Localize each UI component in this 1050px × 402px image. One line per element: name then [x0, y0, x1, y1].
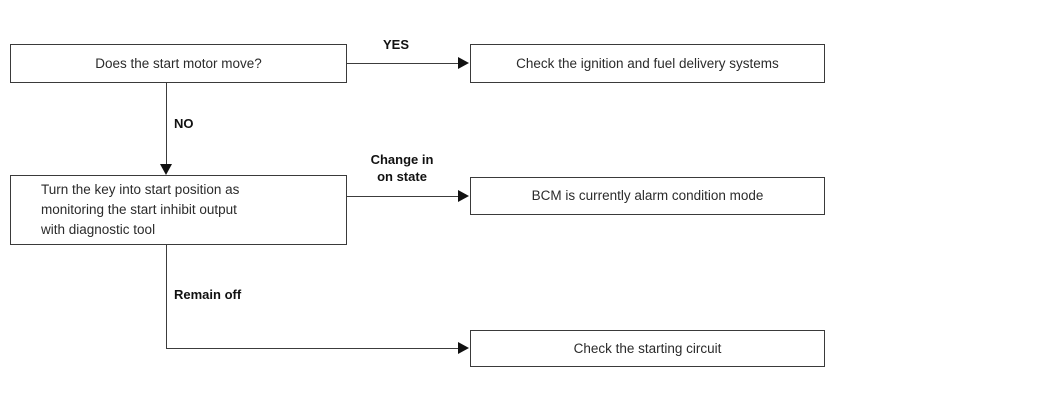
edge-label-no: NO	[174, 116, 194, 131]
edge-remain-off-horizontal-line	[166, 348, 459, 349]
edge-change-in-on-state-arrowhead	[458, 190, 469, 202]
edge-remain-off-vertical-line	[166, 245, 167, 349]
node-check-starting-circuit[interactable]: Check the starting circuit	[470, 330, 825, 367]
edge-yes-arrowhead	[458, 57, 469, 69]
node-turn-key-monitor[interactable]: Turn the key into start position as moni…	[10, 175, 347, 245]
node-turn-key-monitor-label: Turn the key into start position as moni…	[41, 182, 240, 237]
edge-label-change-in-on-state: Change in on state	[370, 152, 434, 184]
node-check-ignition-fuel-label: Check the ignition and fuel delivery sys…	[516, 55, 779, 71]
node-bcm-alarm-mode-label: BCM is currently alarm condition mode	[531, 188, 764, 203]
node-check-starting-circuit-label: Check the starting circuit	[573, 340, 722, 356]
edge-label-yes: YES	[383, 37, 410, 52]
edge-no-line	[166, 83, 167, 168]
edge-no-arrowhead	[160, 164, 172, 175]
node-question-start-motor-label: Does the start motor move?	[95, 55, 262, 71]
node-question-start-motor[interactable]: Does the start motor move?	[10, 44, 347, 83]
edge-yes-line	[347, 63, 459, 64]
edge-remain-off-arrowhead	[458, 342, 469, 354]
node-bcm-alarm-mode[interactable]: BCM is currently alarm condition mode	[470, 177, 825, 215]
edge-label-remain-off: Remain off	[174, 287, 242, 302]
edge-change-in-on-state-line	[347, 196, 459, 197]
node-check-ignition-fuel[interactable]: Check the ignition and fuel delivery sys…	[470, 44, 825, 83]
